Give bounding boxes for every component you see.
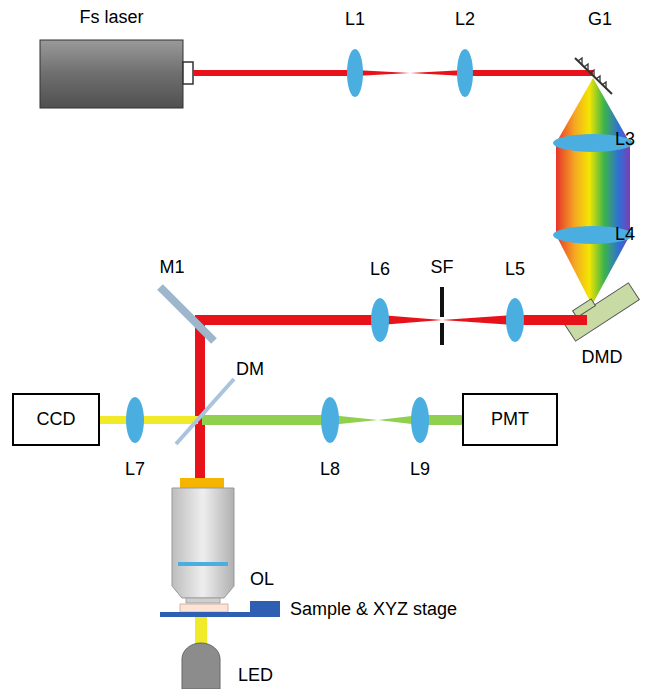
objective-label: OL xyxy=(250,570,274,590)
lens-label: L6 xyxy=(370,260,390,280)
mirror-label: M1 xyxy=(159,258,184,278)
detector-box: PMT xyxy=(462,393,558,446)
dmd-label: DMD xyxy=(582,348,623,368)
lens-label: L7 xyxy=(125,460,145,480)
laser-beam xyxy=(193,70,593,76)
camera-box: CCD xyxy=(12,393,100,446)
sample-stage xyxy=(160,601,280,617)
device-label: PMT xyxy=(491,410,529,430)
lens-label: L5 xyxy=(505,260,525,280)
dichroic-mirror xyxy=(176,379,234,444)
spatial-filter xyxy=(440,287,444,345)
mirror-label: DM xyxy=(236,360,264,380)
laser-source: Fs laser xyxy=(40,40,183,108)
lens-label: L9 xyxy=(410,460,430,480)
imaging-beam xyxy=(100,416,198,424)
led xyxy=(182,643,220,689)
lens-label: L3 xyxy=(615,130,635,150)
objective-lens xyxy=(172,478,234,603)
laser-body xyxy=(40,40,183,108)
source-label: LED xyxy=(238,666,273,686)
device-label: CCD xyxy=(37,410,76,430)
grating-label: G1 xyxy=(588,10,612,30)
lens-label: L2 xyxy=(455,10,475,30)
lens xyxy=(126,49,633,443)
dmd xyxy=(561,277,639,341)
lens-label: L8 xyxy=(320,460,340,480)
mirror xyxy=(160,287,214,341)
filter-label: SF xyxy=(430,258,453,278)
lens-label: L1 xyxy=(345,10,365,30)
laser-port xyxy=(183,62,193,84)
device-heading: Fs laser xyxy=(79,8,143,28)
spectrum-band xyxy=(556,143,630,235)
lens-label: L4 xyxy=(615,225,635,245)
stage-label: Sample & XYZ stage xyxy=(290,600,457,620)
laser-beam xyxy=(195,315,587,480)
